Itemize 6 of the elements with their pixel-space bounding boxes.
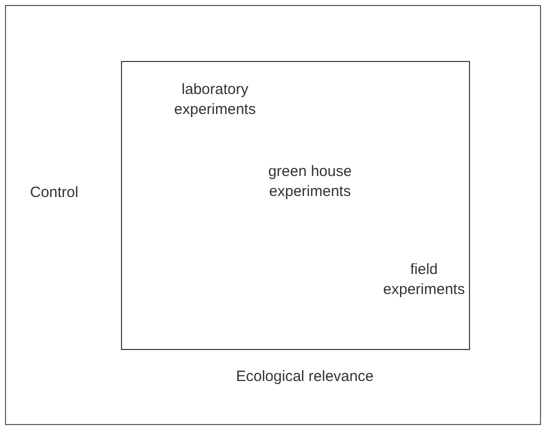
text-label: green house experiments xyxy=(250,162,370,202)
plot-area-box xyxy=(121,61,470,350)
text-label: laboratory experiments xyxy=(160,80,270,120)
axis-label: Ecological relevance xyxy=(236,367,374,387)
axis-label: Control xyxy=(30,183,78,203)
text-label: field experiments xyxy=(372,260,476,300)
